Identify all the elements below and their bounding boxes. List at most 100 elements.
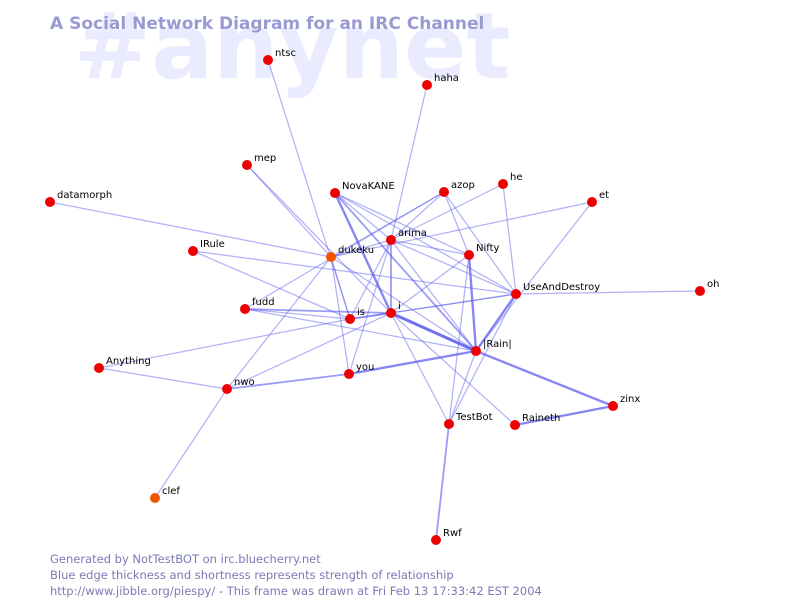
edge-NovaKANE-UseAndDestroy [334, 192, 517, 295]
edge-ntsc-is [267, 59, 351, 320]
node-label: et [599, 190, 609, 201]
footer-legend-note: Blue edge thickness and shortness repres… [50, 568, 454, 582]
node-is: is [345, 307, 365, 324]
node-Nifty: Nifty [464, 243, 500, 260]
node-label: ntsc [275, 48, 296, 59]
edge-dukeku-nwo [226, 256, 332, 390]
node-dot [240, 304, 250, 314]
edge-arima-dukeku [330, 239, 392, 258]
node-oh: oh [695, 279, 719, 296]
edge-Nifty-Rain [467, 253, 478, 353]
node-ntsc: ntsc [263, 48, 296, 65]
edge-haha-arima [390, 84, 428, 241]
node-haha: haha [422, 73, 459, 90]
node-label: Raineth [522, 413, 560, 424]
node-dot [344, 369, 354, 379]
node-label: Anything [106, 356, 151, 367]
edge-arima-UseAndDestroy [390, 239, 517, 295]
edge-UseAndDestroy-oh [515, 290, 701, 295]
node-dot [330, 188, 340, 198]
node-UseAndDestroy: UseAndDestroy [511, 282, 600, 299]
edge-Nifty-TestBot [448, 254, 470, 425]
edge-IRule-is [192, 250, 351, 320]
node-zinx: zinx [608, 394, 640, 411]
node-label: is [357, 307, 365, 318]
diagram-title: A Social Network Diagram for an IRC Chan… [50, 14, 484, 34]
edge-et-dukeku [330, 201, 593, 258]
edge-fudd-i [244, 308, 392, 314]
node-dot [695, 286, 705, 296]
edge-Raineth-zinx [513, 404, 615, 427]
edge-Rain-TestBot [448, 350, 477, 425]
node-he: he [498, 172, 523, 189]
node-label: zinx [620, 394, 640, 405]
node-label: |Rain| [483, 339, 512, 350]
node-nwo: nwo [222, 377, 255, 394]
node-et: et [587, 190, 609, 207]
node-dot [471, 346, 481, 356]
edge-i-TestBot [390, 312, 450, 425]
edge-NovaKANE-Rain [334, 192, 477, 352]
node-fudd: fudd [240, 297, 275, 314]
edge-mep-dukeku [246, 164, 332, 258]
edge-arima-is [349, 239, 392, 320]
edge-he-UseAndDestroy [502, 183, 517, 295]
node-Raineth: Raineth [510, 413, 560, 430]
node-dot [439, 187, 449, 197]
edge-azop-Nifty [443, 191, 470, 256]
edge-Nifty-i [390, 254, 470, 314]
edge-et-Rain [475, 201, 593, 352]
edge-mep-i [246, 164, 392, 314]
edge-i-Raineth [390, 312, 516, 426]
edge-azop-UseAndDestroy [443, 191, 517, 295]
node-dot [222, 384, 232, 394]
node-dot [510, 420, 520, 430]
node-label: NovaKANE [342, 181, 395, 192]
node-dot [386, 308, 396, 318]
edge-is-i [349, 312, 392, 320]
channel-watermark: #anynet [74, 0, 511, 100]
node-mep: mep [242, 153, 276, 170]
node-Rain: |Rain| [471, 339, 512, 356]
edge-UseAndDestroy-TestBot [448, 293, 517, 425]
edge-UseAndDestroy-Rain [474, 292, 518, 353]
edge-azop-dukeku [330, 191, 445, 258]
node-IRule: IRule [188, 239, 225, 256]
node-label: Rwf [443, 528, 462, 539]
edge-arima-you [348, 239, 392, 375]
node-dot [498, 179, 508, 189]
node-Rwf: Rwf [431, 528, 462, 545]
node-label: clef [162, 486, 180, 497]
node-dot [94, 363, 104, 373]
node-label: azop [451, 180, 475, 191]
node-dot [345, 314, 355, 324]
node-label: haha [434, 73, 459, 84]
node-label: IRule [200, 239, 225, 250]
edge-UseAndDestroy-i [390, 293, 517, 314]
edge-IRule-UseAndDestroy [192, 250, 517, 295]
edge-dukeku-you [330, 256, 350, 375]
node-dot [587, 197, 597, 207]
edge-azop-arima [390, 191, 445, 241]
edge-fudd-is [244, 308, 351, 320]
node-label: i [398, 301, 401, 312]
edge-arima-Rain [390, 239, 477, 352]
node-dot [511, 289, 521, 299]
edge-layer [49, 59, 701, 541]
node-dot [464, 250, 474, 260]
edge-nwo-you [226, 373, 350, 390]
node-label: UseAndDestroy [523, 282, 600, 293]
node-datamorph: datamorph [45, 190, 112, 207]
node-dukeku: dukeku [326, 245, 374, 262]
edge-dukeku-Rain [330, 256, 477, 352]
node-dot [150, 493, 160, 503]
node-dot [188, 246, 198, 256]
node-NovaKANE: NovaKANE [330, 181, 395, 198]
node-azop: azop [439, 180, 475, 197]
edge-is-Anything [98, 318, 351, 369]
edge-i-nwo [226, 312, 392, 390]
node-label: Nifty [476, 243, 500, 254]
node-dot [326, 252, 336, 262]
